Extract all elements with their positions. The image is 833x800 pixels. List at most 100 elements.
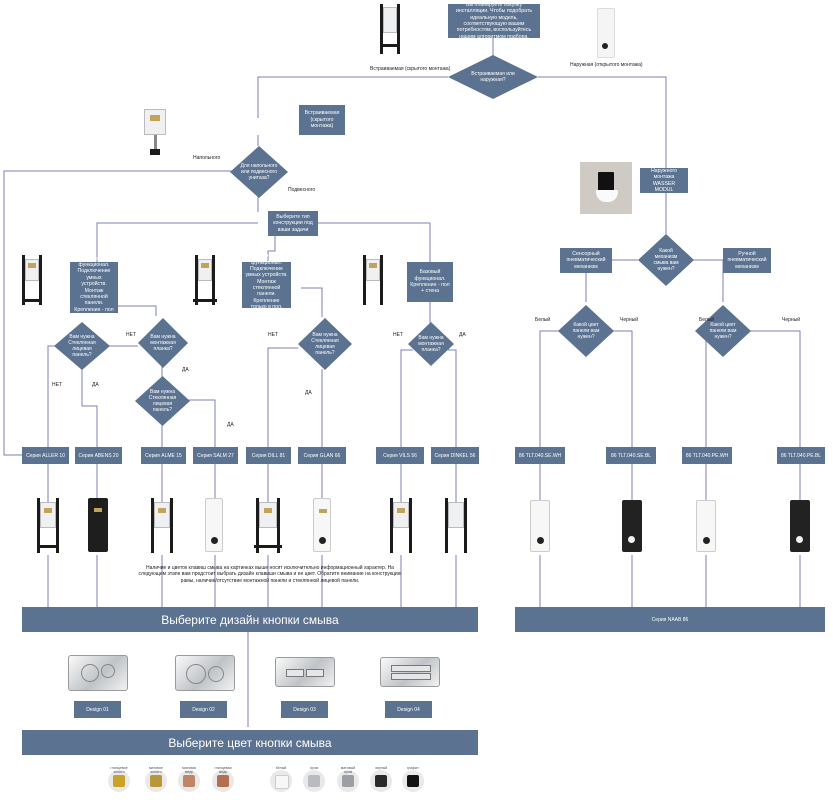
- black-label-2: Черный: [782, 317, 801, 323]
- color-tag-1: глянцевое золото: [110, 766, 128, 774]
- question-color-diamond-1[interactable]: Какой цвет панели вам нужен?: [558, 305, 614, 357]
- color-swatch-2[interactable]: матовое золото: [145, 766, 167, 792]
- color-swatch-4[interactable]: глянцевая медь: [212, 766, 234, 792]
- white-label-2: Белый: [699, 317, 715, 323]
- builtin-box: Встраиваемая (скрытого монтажа): [299, 105, 345, 135]
- series-glan-66[interactable]: Серия GLAN 66: [298, 447, 346, 464]
- floor-installation-image: [140, 109, 170, 159]
- color-swatch-9[interactable]: графит: [402, 766, 424, 792]
- question-glass-text-1: Вам нужна Стеклянная лицевая панель?: [68, 334, 96, 358]
- color-tag-3: матовая медь: [182, 766, 196, 774]
- yes-label-2: ДА: [182, 367, 189, 373]
- question-glass-text-2: Вам нужна Стеклянная лицевая панель?: [148, 389, 177, 413]
- series-salm-27[interactable]: Серия SALM 27: [193, 447, 238, 464]
- design-banner: Выберите дизайн кнопки смыва: [22, 607, 478, 632]
- manual-mechanism-box: Ручной пневматический механизм: [723, 248, 771, 273]
- design-02-button[interactable]: Design 02: [180, 701, 227, 718]
- product-pe-bl-image: [790, 500, 810, 552]
- yes-label-1: ДА: [92, 382, 99, 388]
- series-alme-15[interactable]: Серия ALME 15: [141, 447, 186, 464]
- color-sq-9: [407, 775, 419, 787]
- color-sq-5: [275, 775, 289, 789]
- color-banner: Выберите цвет кнопки смыва: [22, 730, 478, 755]
- product-pe-wh-image: [696, 500, 716, 552]
- color-swatch-8[interactable]: черный: [370, 766, 392, 792]
- product-alme-image: [151, 498, 173, 553]
- product-aller-image: [37, 498, 59, 553]
- question-mount-diamond-1[interactable]: Вам нужна монтажная планка?: [138, 318, 188, 368]
- color-sq-2: [150, 775, 162, 787]
- design-04-image: [380, 657, 440, 687]
- product-se-bl-image: [622, 500, 642, 552]
- builtin-installation-image: [380, 4, 400, 54]
- color-swatch-1[interactable]: глянцевое золото: [108, 766, 130, 792]
- series-aller-10[interactable]: Серия ALLER 10: [22, 447, 69, 464]
- question-floor-diamond[interactable]: Для напольного или подвесного унитаза?: [230, 146, 288, 198]
- yes-label-5: ДА: [459, 332, 466, 338]
- black-label-1: Черный: [620, 317, 639, 323]
- question-color-diamond-2[interactable]: Какой цвет панели вам нужен?: [695, 305, 751, 357]
- color-sq-6: [308, 775, 320, 787]
- color-tag-6: хром: [309, 766, 319, 770]
- design-02-image: [175, 655, 235, 691]
- color-sq-7: [342, 775, 354, 787]
- color-tag-9: графит: [407, 766, 419, 770]
- color-sq-1: [113, 775, 125, 787]
- builtin-label: Встраиваемая (скрытого монтажа): [370, 66, 451, 72]
- white-label-1: Белый: [535, 317, 551, 323]
- design-01-button[interactable]: Design 01: [74, 701, 121, 718]
- question-type-diamond[interactable]: Встраиваемая или наружная?: [448, 55, 538, 99]
- product-glan-image: [313, 498, 331, 552]
- series-dill-81[interactable]: Серия DILL 81: [246, 447, 291, 464]
- product-se-wh-image: [530, 500, 550, 552]
- intro-box: Вы планируете покупку инсталляции. Чтобы…: [448, 2, 540, 40]
- question-glass-diamond-2[interactable]: Вам нужна Стеклянная лицевая панель?: [135, 376, 190, 426]
- question-glass-text-3: Вам нужна Стеклянная лицевая панель?: [311, 332, 339, 356]
- question-glass-diamond-3[interactable]: Вам нужна Стеклянная лицевая панель?: [298, 318, 352, 370]
- color-sq-4: [217, 775, 229, 787]
- product-dill-image: [254, 498, 282, 553]
- series-abens-20[interactable]: Серия ABENS 20: [75, 447, 122, 464]
- question-glass-diamond-1[interactable]: Вам нужна Стеклянная лицевая панель?: [54, 322, 110, 370]
- design-04-button[interactable]: Design 04: [385, 701, 432, 718]
- no-label-3: НЕТ: [268, 332, 278, 338]
- series-pe-wh[interactable]: 86 TLT.040.PE.WH: [682, 447, 732, 464]
- color-swatch-7[interactable]: матовый хром: [337, 766, 359, 792]
- color-tag-2: матовое золото: [149, 766, 163, 774]
- question-color-text-1: Какой цвет панели вам нужен?: [572, 322, 600, 340]
- color-tag-8: черный: [374, 766, 388, 770]
- option2-box: Расширенный функционал. Подключение умны…: [242, 253, 291, 316]
- color-sq-8: [375, 775, 387, 787]
- color-swatch-5[interactable]: белый: [270, 766, 292, 792]
- color-sq-3: [183, 775, 195, 787]
- question-mount-text-1: Вам нужна монтажная планка?: [150, 334, 176, 352]
- color-tag-7: матовый хром: [340, 766, 356, 774]
- series-se-wh[interactable]: 86 TLT.040.SE.WH: [515, 447, 565, 464]
- option1-image: [22, 255, 42, 305]
- series-dinkel-56[interactable]: Серия DINKEL 56: [431, 447, 479, 464]
- color-tag-5: белый: [275, 766, 287, 770]
- question-mechanism-diamond[interactable]: Какой механизм смыва вам нужен?: [638, 234, 694, 286]
- question-floor-text: Для напольного или подвесного унитаза?: [240, 163, 278, 181]
- no-label-1: НЕТ: [126, 332, 136, 338]
- series-pe-bl[interactable]: 86 TLT.040.PE.BL: [777, 447, 825, 464]
- color-tag-4: глянцевая медь: [214, 766, 232, 774]
- design-03-button[interactable]: Design 03: [281, 701, 328, 718]
- info-note: Наличие и цветок клавиш смыва на картинк…: [138, 565, 402, 584]
- no-label-2: НЕТ: [52, 382, 62, 388]
- design-03-image: [275, 657, 335, 687]
- design-01-image: [68, 655, 128, 691]
- sensor-mechanism-box: Сенсорный пневматический механизм: [560, 248, 612, 273]
- option3-box: Базовый функционал. Крепление - пол + ст…: [407, 262, 453, 302]
- series-se-bl[interactable]: 86 TLT.040.SE.BL: [606, 447, 656, 464]
- color-swatch-6[interactable]: хром: [303, 766, 325, 792]
- product-salm-image: [205, 498, 223, 552]
- yes-label-3: ДА: [227, 422, 234, 428]
- color-swatch-3[interactable]: матовая медь: [178, 766, 200, 792]
- question-mount-diamond-2[interactable]: Вам нужна монтажная планка?: [408, 322, 454, 366]
- no-label-4: НЕТ: [393, 332, 403, 338]
- wasser-modul-photo: [580, 162, 632, 214]
- naab-series-box[interactable]: Серия NAAB 86: [515, 607, 825, 632]
- series-vils-56[interactable]: Серия VILS 56: [376, 447, 424, 464]
